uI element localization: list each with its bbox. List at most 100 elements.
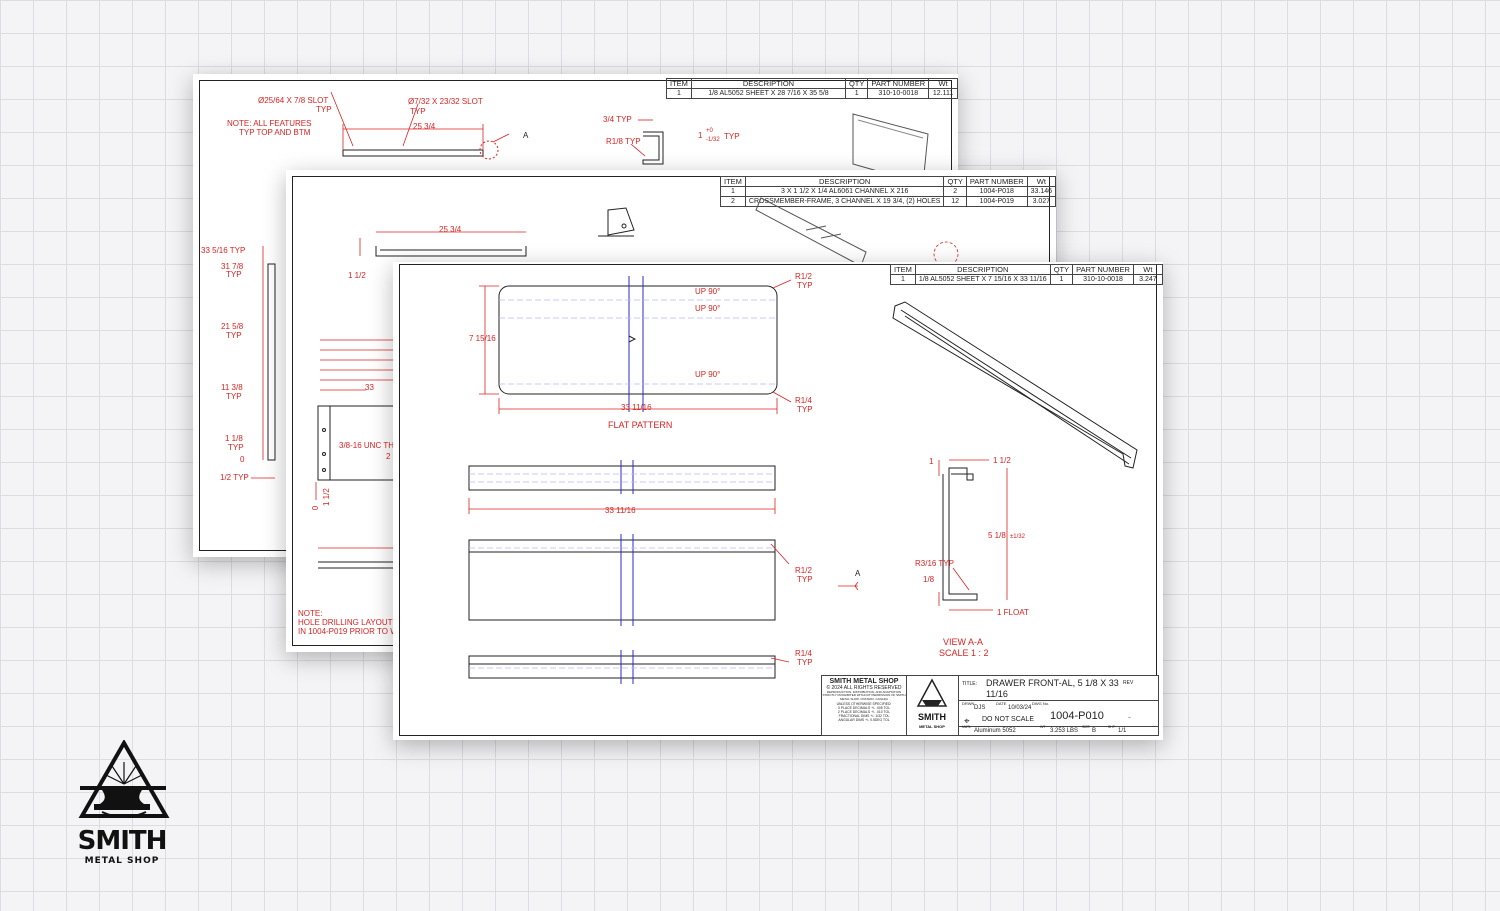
bend-label: UP 90° xyxy=(695,370,721,379)
bom-cell: 1 xyxy=(844,88,869,99)
dim-label: 1/8 xyxy=(923,575,935,584)
dim-label: 7 15/16 xyxy=(469,334,496,343)
anvil-logo-icon xyxy=(916,678,948,707)
dim-label: TYP xyxy=(797,658,813,667)
title-block-fields: TITLE: DRAWER FRONT-AL, 5 1/8 X 33 11/16… xyxy=(958,676,1158,735)
dim-label: -1/32 xyxy=(706,137,720,143)
field-label: DWG No. xyxy=(1032,701,1050,706)
brand-sub: METAL SHOP xyxy=(84,856,160,866)
callout-label: A xyxy=(855,569,861,578)
bom-row: 1 1/8 AL5052 SHEET X 28 7/16 X 35 5/8 1 … xyxy=(666,88,958,99)
dim-label: Ø7/32 X 23/32 SLOT xyxy=(408,97,483,106)
weight: 3.253 LBS xyxy=(1050,728,1079,734)
tolerance-line: ANGULAR DIMS +/- 0.5DEG TOL xyxy=(838,717,890,722)
copyright-text: © 2024 ALL RIGHTS RESERVED xyxy=(826,685,902,691)
bom-cell: 12 xyxy=(943,196,967,207)
dim-label: R1/4 xyxy=(795,649,812,658)
title-block-logo: SMITH METAL SHOP xyxy=(906,676,959,735)
drawing-sheet-3: ITEM DESCRIPTION QTY PART NUMBER Wt 1 1/… xyxy=(393,262,1163,740)
sheet1-linework xyxy=(251,91,929,479)
bend-label: UP 90° xyxy=(695,287,721,296)
dim-label: TYP xyxy=(410,107,426,116)
dim-label: 0 xyxy=(311,505,321,511)
tolerance-symbol-icon: ⌖ xyxy=(964,716,970,727)
dim-label: 31 7/8 xyxy=(221,262,244,271)
bom-cell: 310-10-0018 xyxy=(867,88,930,99)
material: Aluminum 5052 xyxy=(974,728,1016,734)
callout-label: A xyxy=(523,131,529,140)
note-text: IN 1004-P019 PRIOR TO W xyxy=(298,627,398,636)
no-scale-note: DO NOT SCALE xyxy=(982,716,1034,723)
bom-cell: 3.247 xyxy=(1132,274,1163,285)
sheet-size: B xyxy=(1092,728,1097,734)
dim-label: TYP xyxy=(797,405,813,414)
tolerance-line: FRACTIONAL DIMS +/- 1/32 TOL xyxy=(838,713,890,718)
dim-label: 1 1/2 xyxy=(348,271,366,280)
note-text: TYP TOP AND BTM xyxy=(239,128,311,137)
dim-label: +0 xyxy=(706,128,713,134)
dim-label: 21 5/8 xyxy=(221,322,244,331)
dim-label: 1 xyxy=(698,131,703,140)
drawn-by: DJS xyxy=(974,705,986,711)
dim-label: 1 1/8 xyxy=(225,434,243,443)
dim-label: 11 3/8 xyxy=(221,383,243,392)
dim-label: ±1/32 xyxy=(1010,534,1025,540)
dim-label: 33 xyxy=(365,383,374,392)
view-label: SCALE 1 : 2 xyxy=(939,648,989,658)
dim-label: 0 xyxy=(240,455,245,464)
sheet-border xyxy=(399,264,1157,736)
bom-cell: 3.027 xyxy=(1026,196,1056,207)
dim-label: R1/8 TYP xyxy=(606,137,641,146)
drawing-title-2: 11/16 xyxy=(986,689,1008,699)
dim-label: R1/2 xyxy=(795,566,812,575)
brand-word: SMITH xyxy=(77,826,168,856)
field-label: DATE xyxy=(996,701,1007,706)
dim-label: 3/8-16 UNC TH xyxy=(339,441,394,450)
legal-text: REPRODUCTION, DISTRIBUTION, AND ADAPTATI… xyxy=(822,690,906,701)
dim-label: TYP xyxy=(228,443,244,452)
dim-label: 1 FLOAT xyxy=(997,608,1029,617)
dim-label: 3/4 TYP xyxy=(603,115,632,124)
dim-label: TYP xyxy=(797,281,813,290)
field-label: MATL xyxy=(962,725,972,729)
tolerance-line: 3 PLACE DECIMALS +/- .005 TOL xyxy=(837,705,891,710)
dim-label: 25 3/4 xyxy=(439,225,462,234)
bom-table: ITEM DESCRIPTION QTY PART NUMBER Wt 1 1/… xyxy=(666,78,958,99)
dim-label: TYP xyxy=(316,105,332,114)
dim-label: 1 xyxy=(929,457,934,466)
dim-label: 33 11/16 xyxy=(621,403,652,412)
field-label: WT xyxy=(1040,725,1046,729)
bom-table: ITEM DESCRIPTION QTY PART NUMBER Wt 1 1/… xyxy=(890,264,1163,285)
dim-label: TYP xyxy=(724,132,740,141)
dim-label: TYP xyxy=(226,270,242,279)
drawing-title: DRAWER FRONT-AL, 5 1/8 X 33 xyxy=(986,678,1119,688)
dim-label: TYP xyxy=(226,331,242,340)
bom-cell: 12.111 xyxy=(928,88,958,99)
bom-row: 2 CROSSMEMBER-FRAME, 3 CHANNEL X 19 3/4,… xyxy=(720,196,1056,207)
drawing-number: 1004-P010 xyxy=(1050,710,1104,722)
dim-label: 1 1/2 xyxy=(322,488,331,506)
anvil-triangle-logo-icon xyxy=(78,738,170,818)
dim-label: 25 3/4 xyxy=(413,122,436,131)
drawing-date: 10/03/24 xyxy=(1008,705,1032,711)
dim-label: R1/4 xyxy=(795,396,812,405)
bom-cell: 1 xyxy=(1049,274,1074,285)
title-block: SMITH METAL SHOP © 2024 ALL RIGHTS RESER… xyxy=(821,675,1159,736)
dim-label: Ø25/64 X 7/8 SLOT xyxy=(258,96,329,105)
dim-label: TYP xyxy=(797,575,813,584)
field-label: DRWN xyxy=(962,701,975,706)
view-label: VIEW A-A xyxy=(943,637,984,647)
dim-label: 1 1/2 xyxy=(993,456,1011,465)
logo-word: SMITH xyxy=(918,712,946,722)
note-text: NOTE: ALL FEATURES xyxy=(227,119,312,128)
brand-logo: SMITH METAL SHOP xyxy=(72,738,172,870)
note-text: HOLE DRILLING LAYOUT S xyxy=(298,618,400,627)
field-label: SHT xyxy=(1108,725,1115,729)
tolerance-line: 2 PLACE DECIMALS +/- .010 TOL xyxy=(837,709,891,714)
dim-label: R1/2 xyxy=(795,272,812,281)
view-label: FLAT PATTERN xyxy=(608,420,673,430)
dim-label: 1/2 TYP xyxy=(220,473,249,482)
bom-row: 1 1/8 AL5052 SHEET X 7 15/16 X 33 11/16 … xyxy=(890,274,1163,285)
bend-label: UP 90° xyxy=(695,304,721,313)
field-label: REV xyxy=(1123,680,1134,686)
